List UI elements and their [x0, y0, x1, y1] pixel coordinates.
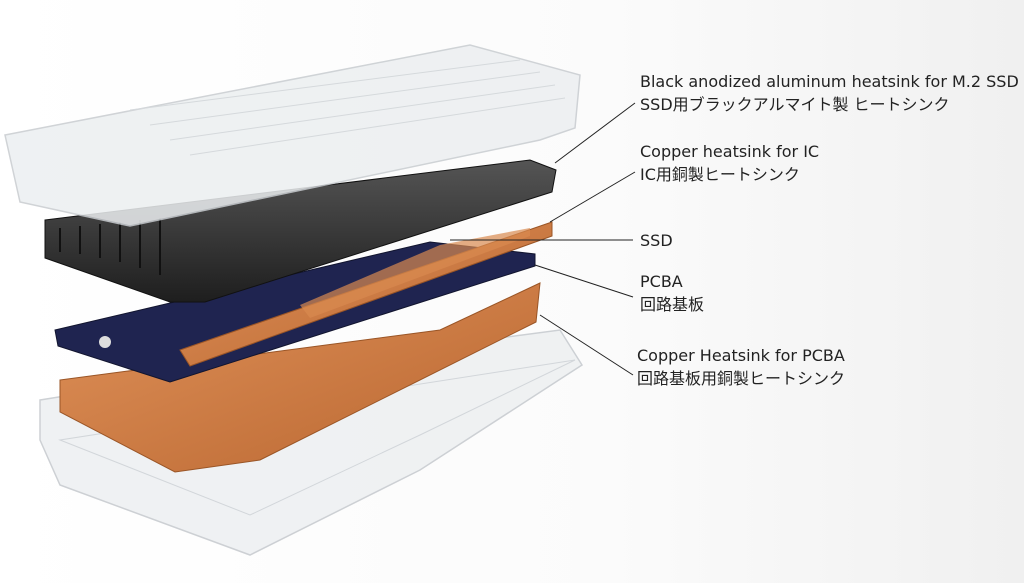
- label-ssd: SSD: [640, 229, 673, 252]
- label-copper-ic: Copper heatsink for IC IC用銅製ヒートシンク: [640, 140, 819, 186]
- label-ja: IC用銅製ヒートシンク: [640, 165, 800, 184]
- label-pcba: PCBA 回路基板: [640, 270, 704, 316]
- label-ja: SSD用ブラックアルマイト製 ヒートシンク: [640, 95, 950, 114]
- label-copper-pcba: Copper Heatsink for PCBA 回路基板用銅製ヒートシンク: [637, 344, 845, 390]
- label-en: SSD: [640, 231, 673, 250]
- ssd-and-ic-copper: [179, 221, 553, 367]
- label-ja: 回路基板: [640, 295, 705, 314]
- leader-lines: [450, 102, 636, 376]
- label-en: Black anodized aluminum heatsink for M.2…: [640, 72, 1019, 91]
- label-aluminum-heatsink: Black anodized aluminum heatsink for M.2…: [640, 70, 1019, 116]
- top-clear-case: [4, 44, 581, 227]
- screw-icon: [99, 336, 111, 348]
- label-en: Copper Heatsink for PCBA: [637, 346, 845, 365]
- black-aluminum-heatsink: [44, 159, 557, 303]
- label-en: Copper heatsink for IC: [640, 142, 820, 161]
- label-ja: 回路基板用銅製ヒートシンク: [637, 369, 846, 388]
- copper-heatsink-pcba: [59, 282, 541, 473]
- label-en: PCBA: [640, 272, 683, 291]
